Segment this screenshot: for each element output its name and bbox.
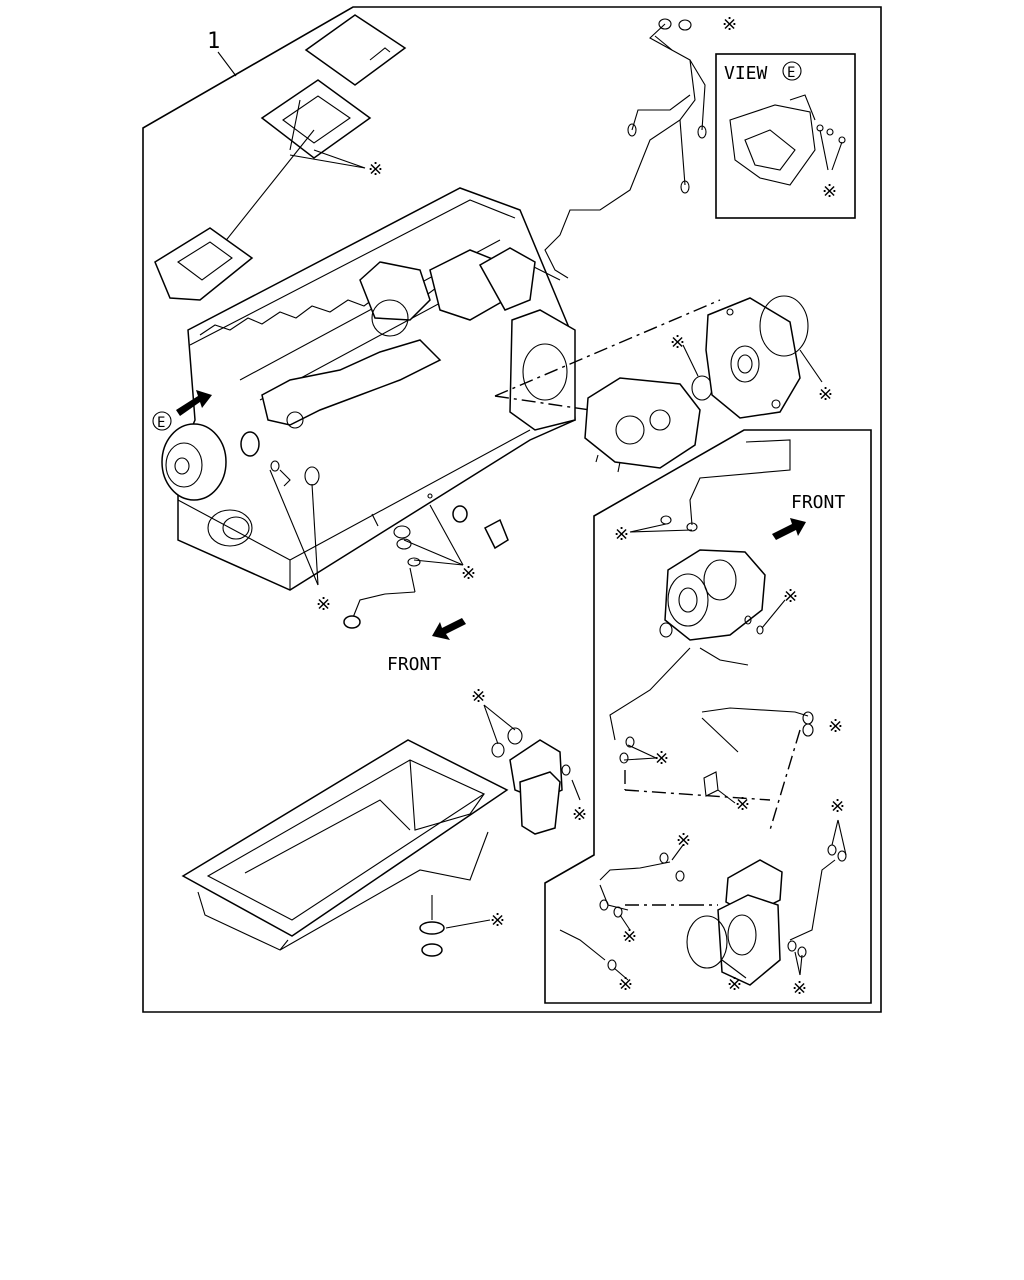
asterisk-mark: ※	[792, 978, 807, 999]
intake-gasket	[154, 227, 254, 301]
oil-pan	[181, 739, 509, 951]
asterisk-mark: ※	[727, 974, 742, 995]
asterisk-mark: ※	[368, 159, 383, 180]
view-marker-letter: E	[157, 415, 165, 431]
view-label: VIEW	[724, 63, 768, 84]
asterisk-mark: ※	[830, 796, 845, 817]
asterisk-mark: ※	[818, 384, 833, 405]
front-pulley	[161, 423, 227, 501]
view-letter-circle	[782, 61, 802, 81]
asterisk-mark: ※	[822, 181, 837, 202]
asterisk-mark: ※	[670, 332, 685, 353]
asterisk-mark: ※	[490, 910, 505, 931]
asterisk-mark: ※	[471, 686, 486, 707]
view-arrow-icon	[176, 390, 212, 416]
turbocharger	[659, 549, 786, 641]
oil-pickup	[343, 493, 509, 629]
asterisk-mark: ※	[676, 830, 691, 851]
engine-block	[177, 187, 721, 591]
asterisk-mark: ※	[572, 804, 587, 825]
asterisk-mark: ※	[622, 926, 637, 947]
asterisk-mark: ※	[316, 594, 331, 615]
item-number: 1	[207, 29, 220, 54]
asterisk-mark: ※	[618, 974, 633, 995]
view-e-bracket	[729, 94, 846, 186]
drain-plug	[419, 919, 491, 957]
injection-pump	[584, 377, 701, 473]
inset-boundary	[544, 429, 872, 1004]
view-marker-circle	[152, 411, 172, 431]
cover-plate	[304, 14, 407, 86]
oil-filter	[483, 704, 581, 835]
item-leader	[217, 51, 237, 77]
asterisk-mark: ※	[735, 794, 750, 815]
gear-case-cover	[705, 295, 823, 419]
injection-pipes	[544, 18, 707, 279]
asterisk-mark: ※	[783, 586, 798, 607]
front-arrow-icon	[772, 518, 806, 540]
kit-boundary	[142, 6, 882, 1013]
oil-return-pipes	[609, 647, 814, 831]
asterisk-mark: ※	[614, 524, 629, 545]
view-letter: E	[787, 65, 795, 81]
front-arrow-icon	[432, 618, 466, 640]
oil-cooler	[559, 819, 847, 986]
asterisk-mark: ※	[654, 748, 669, 769]
o-ring	[691, 375, 713, 401]
turbo-oil-pipes	[629, 439, 791, 533]
asterisk-mark: ※	[461, 563, 476, 584]
front-seals	[240, 431, 320, 586]
asterisk-mark: ※	[722, 14, 737, 35]
front-label-main: FRONT	[387, 654, 441, 675]
front-label-inset: FRONT	[791, 492, 845, 513]
cover-gasket	[260, 79, 372, 159]
view-e-inset-box	[715, 53, 856, 219]
asterisk-mark: ※	[828, 716, 843, 737]
